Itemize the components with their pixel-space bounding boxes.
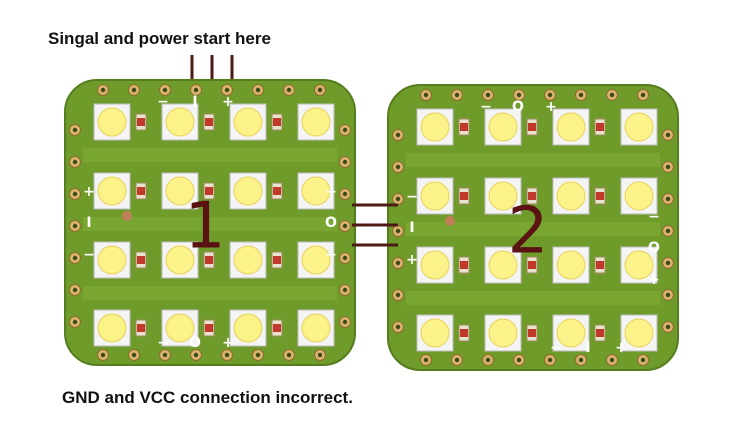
- silk-label: +: [406, 252, 418, 268]
- led: [620, 108, 658, 146]
- led: [93, 309, 131, 347]
- led: [552, 314, 590, 352]
- led: [229, 103, 267, 141]
- led: [229, 172, 267, 210]
- resistor: [135, 251, 147, 269]
- silk-label: −: [406, 189, 418, 205]
- led: [161, 172, 199, 210]
- led: [484, 108, 522, 146]
- led: [620, 177, 658, 215]
- led: [93, 241, 131, 279]
- led: [93, 103, 131, 141]
- resistor: [594, 187, 606, 205]
- resistor: [203, 251, 215, 269]
- resistor: [526, 256, 538, 274]
- silk-label: −: [157, 335, 169, 351]
- silk-label: −: [648, 209, 660, 225]
- resistor: [135, 182, 147, 200]
- resistor: [271, 182, 283, 200]
- silk-label: −: [550, 340, 562, 356]
- bottom-caption: GND and VCC connection incorrect.: [62, 388, 353, 407]
- copper-trace: [406, 153, 660, 167]
- silk-label: O: [325, 215, 337, 231]
- copper-trace: [83, 286, 337, 300]
- silk-label: I: [86, 215, 91, 231]
- led: [416, 246, 454, 284]
- resistor: [135, 319, 147, 337]
- fiducial-dot: [122, 211, 132, 221]
- silk-label: −: [325, 247, 337, 263]
- led: [161, 309, 199, 347]
- resistor: [271, 113, 283, 131]
- led: [297, 103, 335, 141]
- silk-label: I: [585, 340, 590, 356]
- led: [620, 246, 658, 284]
- led: [416, 314, 454, 352]
- silk-label: O: [189, 335, 201, 351]
- silk-label: I: [192, 94, 197, 110]
- led: [416, 177, 454, 215]
- led: [229, 241, 267, 279]
- silk-label: +: [648, 272, 660, 288]
- silk-label: +: [222, 94, 234, 110]
- copper-trace: [83, 148, 337, 162]
- resistor: [526, 118, 538, 136]
- resistor: [594, 256, 606, 274]
- led: [161, 103, 199, 141]
- resistor: [203, 113, 215, 131]
- pcb-board-1: − I + − O + + I − + O − 1: [64, 79, 356, 366]
- silk-label: +: [545, 99, 557, 115]
- resistor: [458, 324, 470, 342]
- led: [484, 314, 522, 352]
- link-wires: [352, 203, 398, 247]
- resistor: [458, 118, 470, 136]
- copper-trace: [406, 291, 660, 305]
- led: [552, 177, 590, 215]
- resistor: [271, 319, 283, 337]
- silk-label: +: [615, 340, 627, 356]
- resistor: [203, 319, 215, 337]
- led: [552, 108, 590, 146]
- copper-trace: [406, 222, 660, 236]
- led: [93, 172, 131, 210]
- board-number: 2: [508, 195, 549, 269]
- resistor: [203, 182, 215, 200]
- resistor: [271, 251, 283, 269]
- led: [297, 241, 335, 279]
- led: [484, 177, 522, 215]
- resistor: [594, 324, 606, 342]
- silk-label: −: [157, 94, 169, 110]
- top-caption: Singal and power start here: [48, 29, 271, 48]
- led: [552, 246, 590, 284]
- led: [297, 172, 335, 210]
- silk-label: +: [83, 184, 95, 200]
- resistor: [594, 118, 606, 136]
- silk-label: I: [409, 220, 414, 236]
- copper-trace: [83, 217, 337, 231]
- silk-label: O: [648, 240, 660, 256]
- silk-label: O: [512, 99, 524, 115]
- silk-label: +: [325, 184, 337, 200]
- resistor: [526, 187, 538, 205]
- led: [161, 241, 199, 279]
- board-number: 1: [185, 190, 226, 264]
- led: [620, 314, 658, 352]
- silk-label: −: [83, 247, 95, 263]
- silk-label: −: [480, 99, 492, 115]
- pcb-board-2: − O + − I + − I + − O +2: [387, 84, 679, 371]
- led: [297, 309, 335, 347]
- resistor: [458, 256, 470, 274]
- led: [484, 246, 522, 284]
- led: [416, 108, 454, 146]
- resistor: [458, 187, 470, 205]
- fiducial-dot: [445, 216, 455, 226]
- resistor: [526, 324, 538, 342]
- led: [229, 309, 267, 347]
- silk-label: +: [222, 335, 234, 351]
- resistor: [135, 113, 147, 131]
